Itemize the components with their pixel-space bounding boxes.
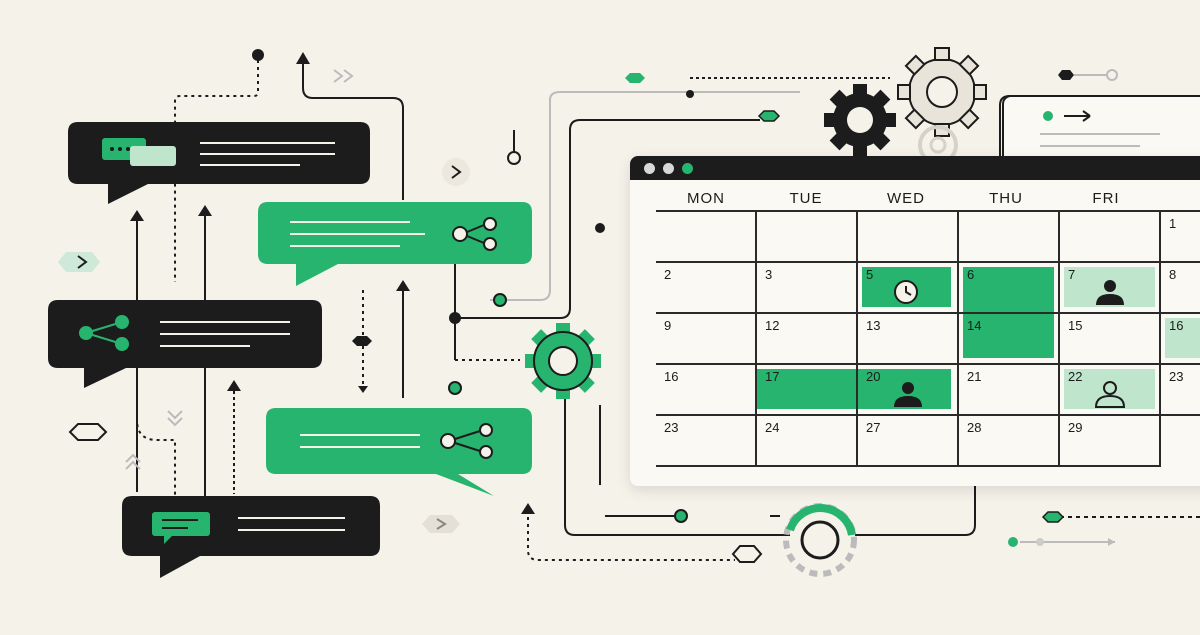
weekday-label: S [1156, 190, 1200, 207]
day-cell[interactable]: 29 [1060, 416, 1161, 467]
day-cell[interactable]: 24 [757, 416, 858, 467]
day-cell[interactable]: 1 [1161, 212, 1200, 263]
day-cell[interactable]: 3 [757, 263, 858, 314]
gear-icon-black [824, 84, 896, 156]
day-cell-event[interactable]: 22 [1060, 365, 1161, 416]
user-icon [1096, 280, 1124, 305]
chat-bubble-green-2 [266, 408, 532, 496]
day-cell[interactable] [1161, 416, 1200, 467]
weekday-label: FRI [1092, 190, 1120, 207]
day-cell[interactable] [656, 212, 757, 263]
weekday-label: MON [687, 190, 725, 207]
chevron-icons [58, 69, 470, 533]
day-cell[interactable]: 8 [1161, 263, 1200, 314]
weekday-label: WED [887, 190, 925, 207]
clock-icon [894, 280, 918, 304]
day-cell-event[interactable]: 6 [959, 263, 1060, 314]
day-cell[interactable]: 23 [656, 416, 757, 467]
user-icon [894, 382, 922, 407]
day-cell[interactable]: 21 [959, 365, 1060, 416]
day-cell-event[interactable]: 5 [858, 263, 959, 314]
weekday-header: MON TUE WED THU FRI S [656, 190, 1200, 207]
day-cell-event[interactable]: 7 [1060, 263, 1161, 314]
connector-nodes [68, 49, 1118, 563]
day-cell[interactable]: 9 [656, 314, 757, 365]
window-titlebar [630, 156, 1200, 180]
event-block[interactable] [1165, 318, 1200, 358]
gear-icon-light [897, 47, 987, 137]
gear-icon-green [525, 323, 601, 399]
event-block[interactable] [963, 314, 1054, 358]
day-cell[interactable]: 15 [1060, 314, 1161, 365]
weekday-label: THU [989, 190, 1023, 207]
day-cell[interactable]: 23 [1161, 365, 1200, 416]
chat-bubble-dark-1 [68, 122, 370, 204]
chat-bubble-green-1 [258, 202, 532, 286]
day-cell[interactable] [858, 212, 959, 263]
event-block[interactable] [963, 267, 1054, 312]
day-cell[interactable]: 16 [656, 365, 757, 416]
chat-bubble-dark-3 [122, 496, 380, 578]
calendar-window: MON TUE WED THU FRI S 1 2 3 5 6 [630, 156, 1200, 486]
day-cell[interactable]: 13 [858, 314, 959, 365]
day-cell[interactable] [959, 212, 1060, 263]
window-control-dot[interactable] [682, 162, 693, 174]
window-control-dot[interactable] [644, 162, 655, 174]
day-cell[interactable]: 27 [858, 416, 959, 467]
day-cell-event[interactable]: 17 [757, 365, 858, 416]
user-outline-icon [1094, 381, 1126, 408]
day-cell[interactable]: 2 [656, 263, 757, 314]
day-cell[interactable]: 12 [757, 314, 858, 365]
gear-icon-bottom [783, 503, 857, 577]
day-cell-event[interactable]: 14 [959, 314, 1060, 365]
event-block[interactable] [757, 369, 856, 409]
day-cell[interactable]: 28 [959, 416, 1060, 467]
weekday-label: TUE [789, 190, 823, 207]
day-cell[interactable] [1060, 212, 1161, 263]
chat-bubble-dark-2 [48, 300, 322, 388]
day-cell[interactable] [757, 212, 858, 263]
arrow-icons [130, 52, 535, 514]
event-block[interactable] [1064, 369, 1155, 409]
day-cell-event[interactable]: 16 [1161, 314, 1200, 365]
day-cell-event[interactable]: 20 [858, 365, 959, 416]
window-control-dot[interactable] [663, 162, 674, 174]
